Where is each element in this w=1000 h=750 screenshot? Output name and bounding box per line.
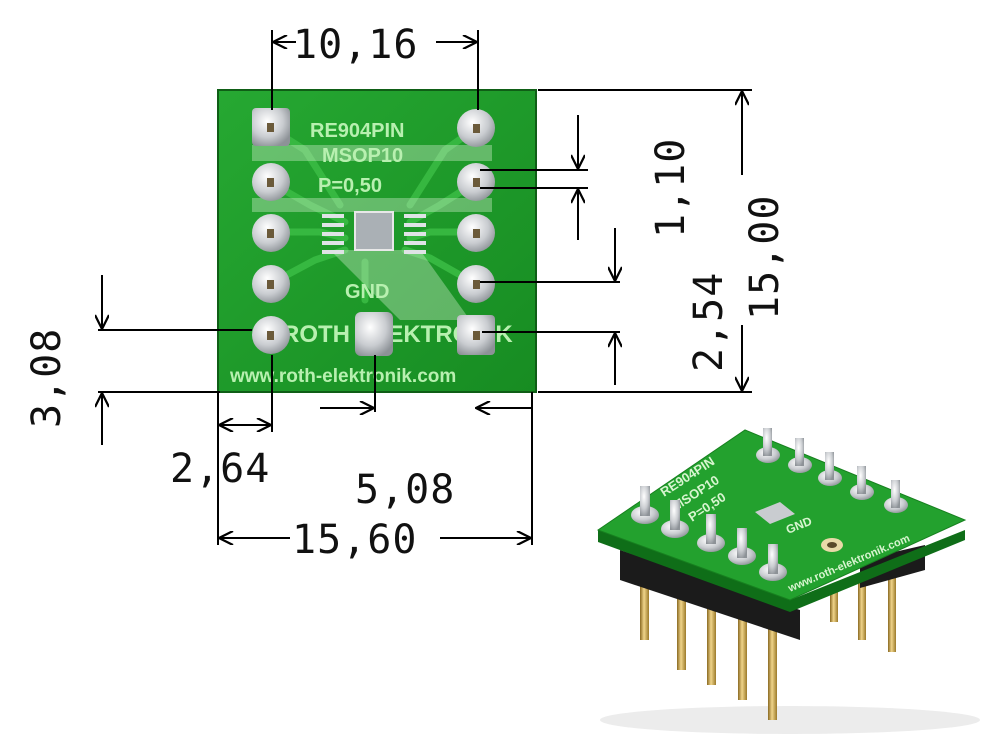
dim-right-pitch-small: 1,10 (648, 138, 694, 238)
dim-bottom-center: 5,08 (355, 467, 455, 513)
dim-bottom-width: 15,60 (292, 517, 417, 563)
adapter-photo: RE904PIN MSOP10 P=0,50 GND www.roth-elek… (596, 428, 980, 734)
msop-footprint (322, 211, 426, 254)
dim-top-width: 10,16 (293, 22, 418, 68)
silk-part: RE904PIN (310, 120, 405, 142)
dim-left-offset: 3,08 (24, 328, 70, 428)
gnd-pad (355, 312, 393, 356)
silk-gnd: GND (345, 281, 389, 303)
silk-url: www.roth-elektronik.com (229, 366, 456, 387)
pcb-light-bands (252, 145, 492, 320)
pcb-top-view: RE904PIN MSOP10 P=0,50 GND ROTH ELEKTRON… (217, 89, 537, 393)
header-pins (640, 572, 896, 720)
dim-right-height: 15,00 (742, 195, 788, 320)
dim-bottom-pad-offset: 2,64 (170, 446, 270, 492)
pads-right (457, 109, 495, 355)
dim-right-pitch: 2,54 (686, 272, 732, 372)
silk-package: MSOP10 (322, 145, 403, 167)
solder-joints (631, 428, 908, 581)
dimension-lines: 10,16 1,10 2,54 15,00 3,08 2, (24, 22, 788, 563)
silk-pitch: P=0,50 (318, 175, 382, 197)
